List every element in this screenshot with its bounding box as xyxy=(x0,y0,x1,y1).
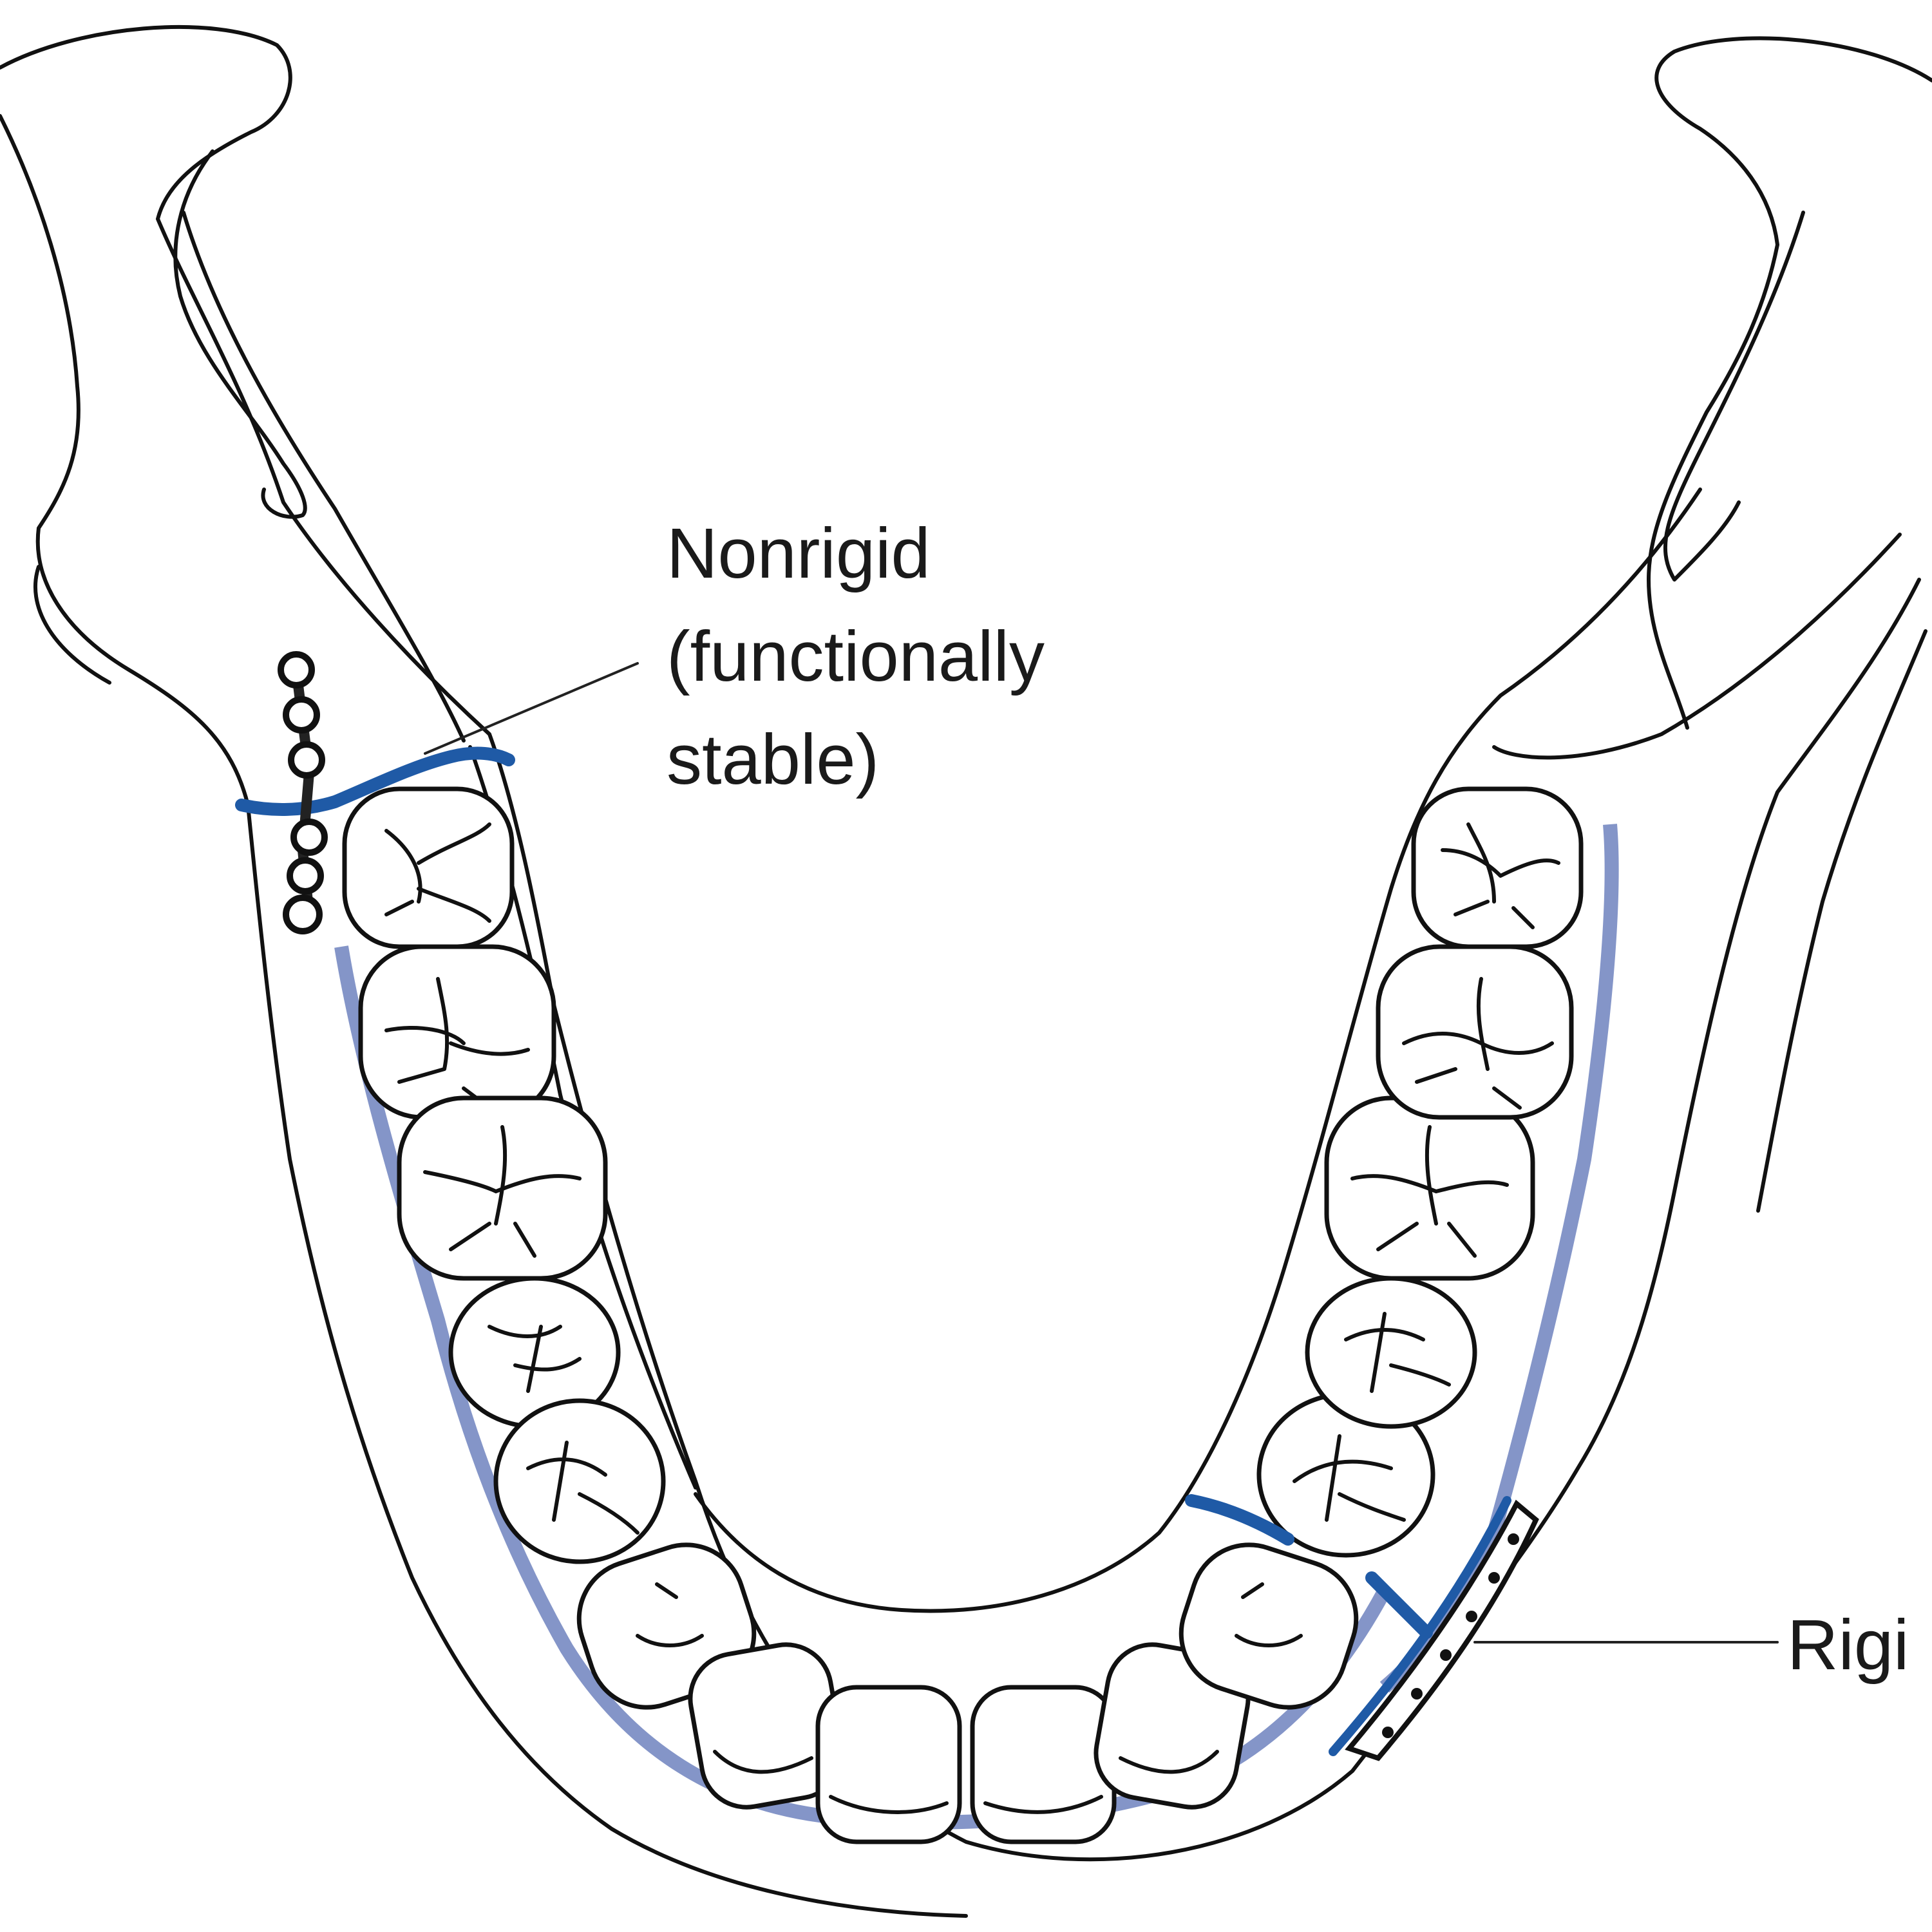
rigid-label: Rigi xyxy=(1787,1594,1909,1697)
left-lateral-incisor xyxy=(688,1642,845,1810)
nonrigid-label-line-1: Nonrigid xyxy=(667,514,931,593)
nonrigid-leader-line xyxy=(424,662,639,755)
left-molar-1 xyxy=(342,786,515,949)
reconstruction-plate-icon xyxy=(1329,1496,1539,1761)
right-ramus-outer-edge xyxy=(1647,36,1932,730)
right-ramus-inner-edge xyxy=(694,488,1702,1613)
right-body-fracture-line-2 xyxy=(1365,1571,1433,1639)
right-central-incisor xyxy=(970,1685,1117,1844)
right-lingual-ridge xyxy=(1492,533,1902,760)
left-oblique-ridge xyxy=(182,211,466,743)
rigid-label-text: Rigi xyxy=(1787,1605,1909,1685)
nonrigid-label-line-3: stable) xyxy=(667,720,880,799)
left-premolar-1 xyxy=(448,1276,621,1429)
right-molar-3 xyxy=(1324,1095,1535,1281)
nonrigid-label: Nonrigid (functionally stable) xyxy=(667,502,1045,811)
left-angle-fracture-line xyxy=(235,746,515,816)
right-premolar-2 xyxy=(1256,1392,1435,1558)
right-ramus-posterior xyxy=(1756,629,1927,1213)
right-canine xyxy=(1179,1542,1359,1710)
left-central-incisor xyxy=(815,1685,962,1844)
right-molar-2 xyxy=(1376,944,1574,1120)
left-molar-3 xyxy=(397,1095,608,1281)
left-molar-2 xyxy=(358,944,556,1120)
left-lingula xyxy=(33,565,111,685)
mandible-outer-contour xyxy=(0,25,1921,1862)
right-molar-1 xyxy=(1411,786,1584,949)
right-coronoid-process xyxy=(1663,211,1805,582)
left-ramus-anterior-edge xyxy=(0,114,968,1918)
left-premolar-2 xyxy=(493,1398,666,1564)
right-body-fracture-line xyxy=(1185,1494,1294,1546)
nonrigid-label-line-2: (functionally xyxy=(667,617,1045,696)
right-premolar-1 xyxy=(1305,1276,1477,1429)
miniplate-icon xyxy=(278,651,328,934)
left-coronoid-process xyxy=(173,149,307,519)
